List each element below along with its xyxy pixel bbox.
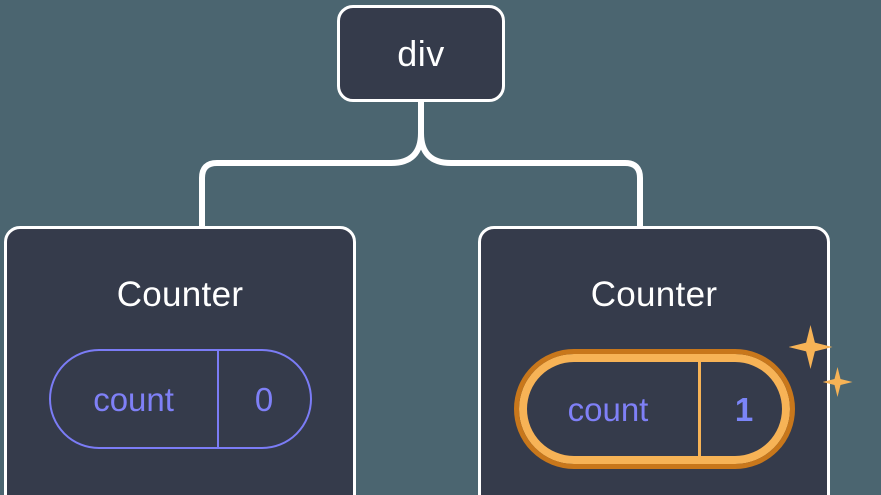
node-counter-left[interactable]: Counter count 0	[4, 226, 356, 495]
state-pill-right-highlighted[interactable]: count 1	[513, 349, 795, 469]
state-pill-wrapper-right: count 1	[513, 325, 853, 469]
state-pill-wrapper-left: count 0	[48, 349, 312, 449]
node-counter-left-title: Counter	[116, 275, 244, 314]
state-value-cell-left: 0	[219, 351, 310, 447]
sparkle-small-icon	[822, 367, 853, 397]
state-value-left: 0	[254, 380, 274, 418]
state-key-left: count	[93, 380, 174, 418]
state-value-cell-right: 1	[701, 362, 788, 456]
node-div-label: div	[397, 32, 445, 74]
state-key-cell-left: count	[51, 351, 219, 447]
node-counter-right[interactable]: Counter count 1	[478, 226, 853, 495]
node-div[interactable]: div	[337, 5, 505, 102]
sparkle-large-icon	[788, 325, 833, 369]
state-pill-left[interactable]: count 0	[48, 349, 312, 449]
sparkle-group	[787, 325, 857, 411]
state-value-right: 1	[734, 390, 754, 428]
connector-to-right-counter	[418, 132, 643, 229]
node-counter-right-title: Counter	[590, 275, 718, 314]
connector-to-left-counter	[199, 132, 424, 229]
state-key-cell-right: count	[519, 362, 701, 456]
state-key-right: count	[567, 390, 649, 428]
